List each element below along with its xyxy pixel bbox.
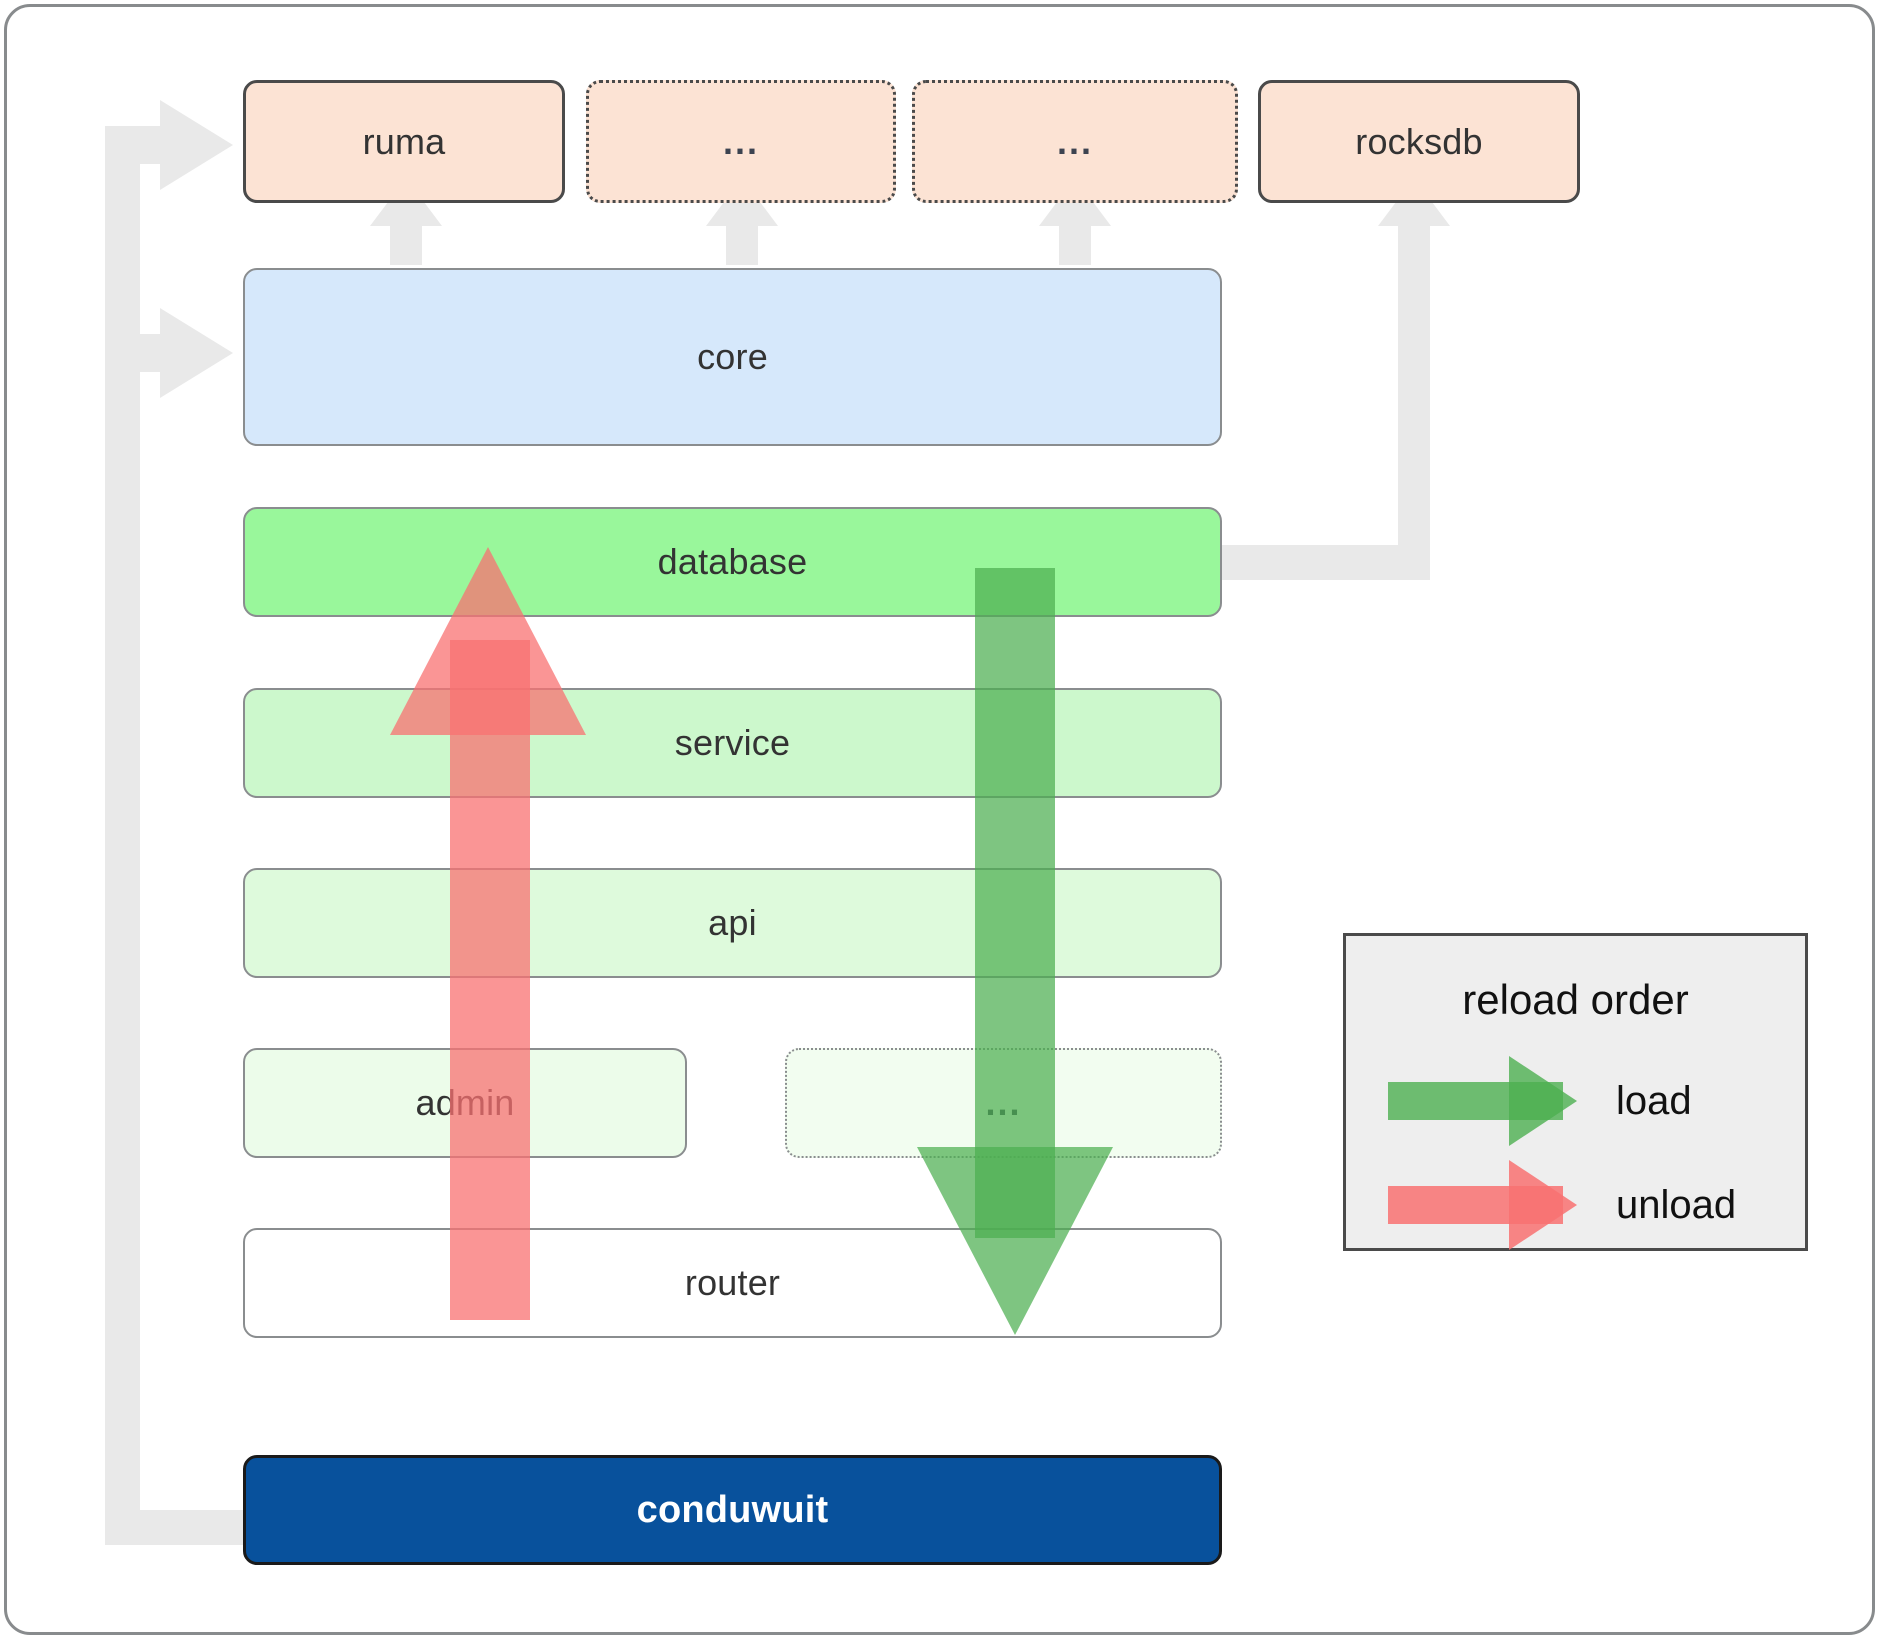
layer-label: admin bbox=[415, 1082, 515, 1123]
dependency-label: ... bbox=[722, 120, 759, 162]
conduwuit-box[interactable]: conduwuit bbox=[243, 1455, 1222, 1565]
layer-label: service bbox=[674, 722, 791, 763]
legend-label-unload: unload bbox=[1616, 1183, 1737, 1227]
legend-unload-head bbox=[1509, 1160, 1577, 1250]
legend-unload-arrow bbox=[1388, 1160, 1577, 1250]
legend-load-head bbox=[1509, 1056, 1577, 1146]
layer-label: database bbox=[657, 541, 808, 582]
layer-box-api[interactable]: api bbox=[243, 868, 1222, 978]
dependency-label: ruma bbox=[362, 120, 446, 162]
layer-box-ellipsis[interactable]: ... bbox=[785, 1048, 1222, 1158]
legend-title: reload order bbox=[1462, 976, 1689, 1023]
dependency-label: rocksdb bbox=[1355, 120, 1483, 162]
legend-load-arrow bbox=[1388, 1056, 1577, 1146]
layer-box-router[interactable]: router bbox=[243, 1228, 1222, 1338]
dependency-box-ellipsis-1[interactable]: ... bbox=[586, 80, 896, 203]
layer-box-database[interactable]: database bbox=[243, 507, 1222, 617]
legend-panel: reload order load unload bbox=[1343, 933, 1808, 1251]
legend-arrows bbox=[1388, 1056, 1577, 1250]
core-label: core bbox=[697, 336, 768, 377]
dependency-box-ellipsis-2[interactable]: ... bbox=[912, 80, 1238, 203]
legend-label-load: load bbox=[1616, 1079, 1692, 1123]
layer-label: router bbox=[684, 1262, 781, 1303]
dependency-label: ... bbox=[1056, 120, 1093, 162]
layer-box-service[interactable]: service bbox=[243, 688, 1222, 798]
dependency-box-ruma[interactable]: ruma bbox=[243, 80, 565, 203]
diagram-frame bbox=[4, 4, 1875, 1635]
layer-label: api bbox=[708, 902, 757, 943]
dependency-box-rocksdb[interactable]: rocksdb bbox=[1258, 80, 1580, 203]
conduwuit-label: conduwuit bbox=[636, 1488, 829, 1531]
layer-label: ... bbox=[985, 1082, 1022, 1123]
layer-box-admin[interactable]: admin bbox=[243, 1048, 687, 1158]
core-box[interactable]: core bbox=[243, 268, 1222, 446]
